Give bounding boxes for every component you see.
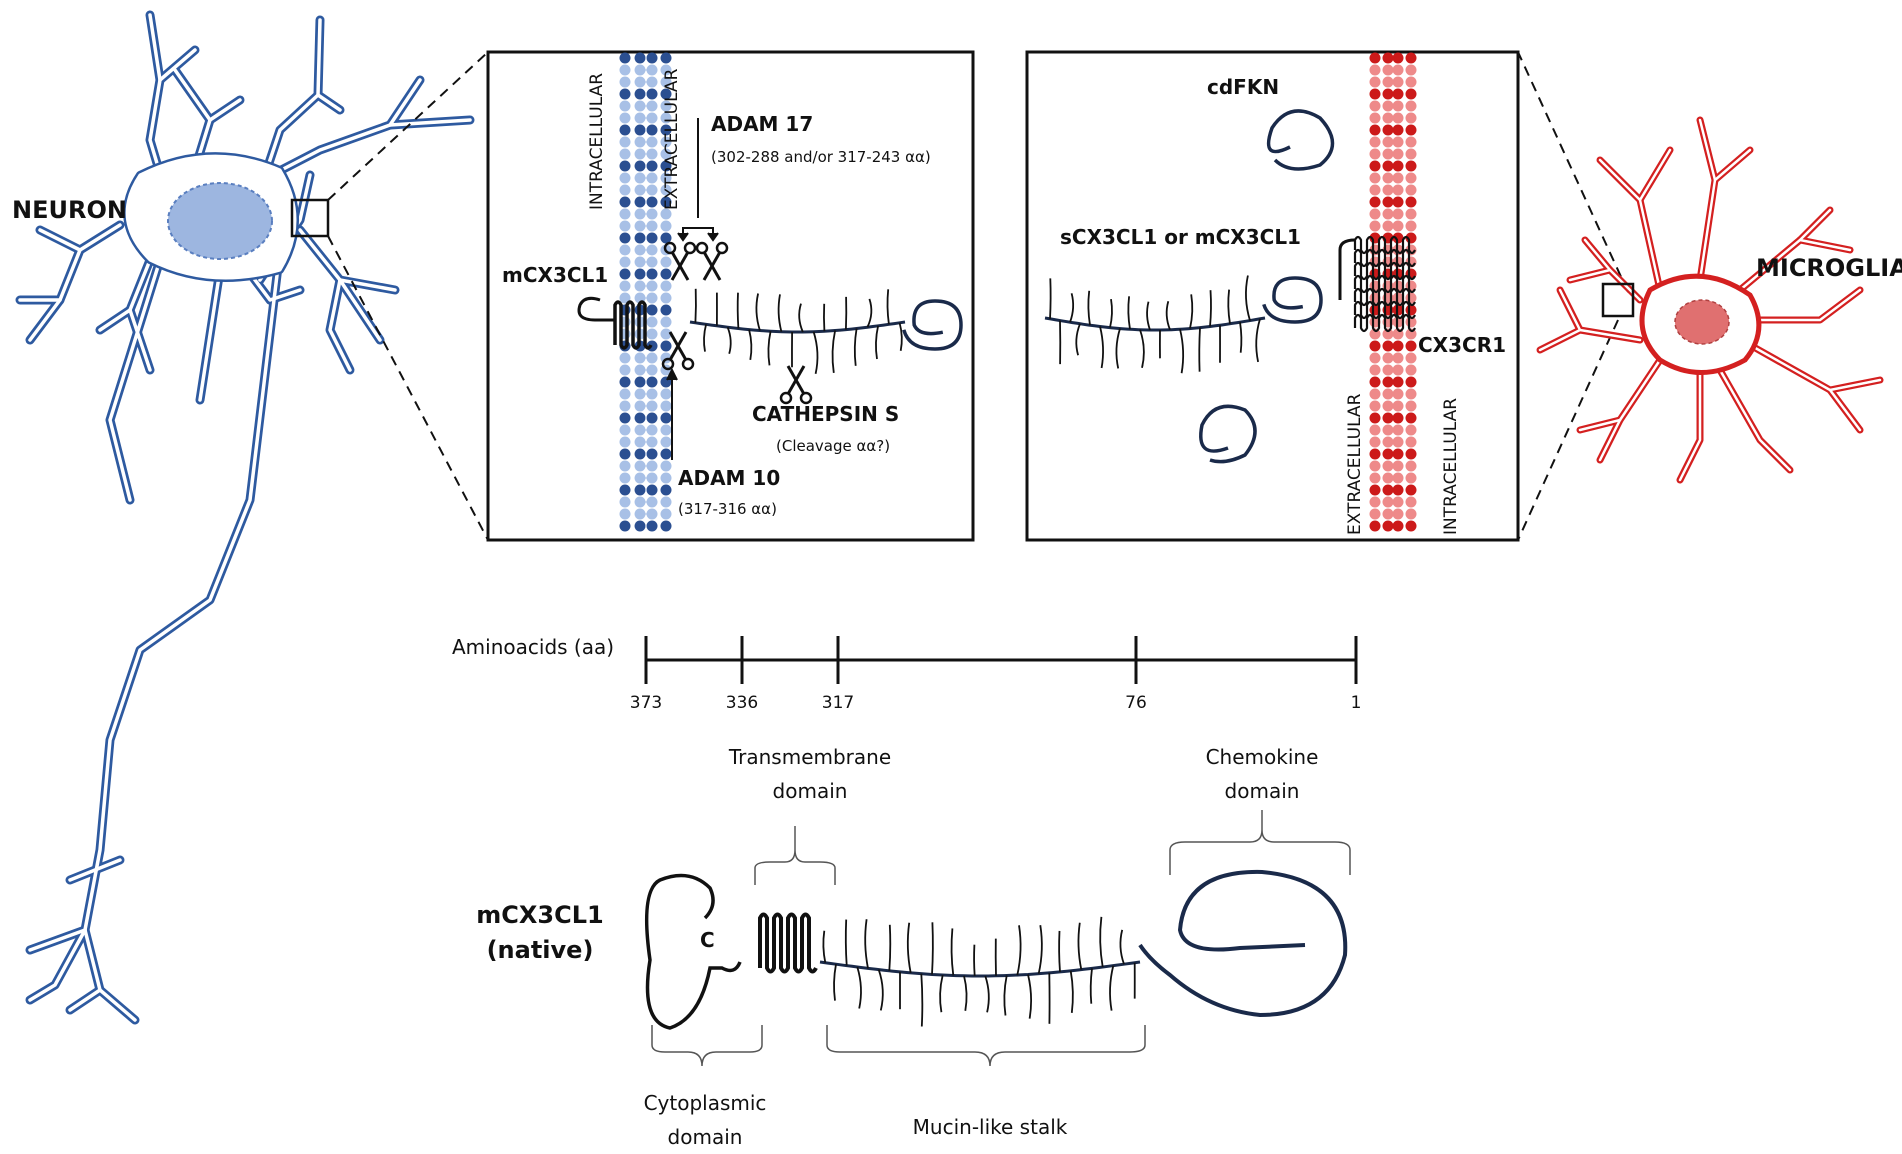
adam10-arrow bbox=[666, 367, 678, 460]
neuron-nucleus bbox=[167, 182, 273, 260]
mcx3cl1-left-label: mCX3CL1 bbox=[502, 263, 608, 287]
mucin-label: Mucin-like stalk bbox=[913, 1115, 1068, 1139]
left-intracellular-label: INTRACELLULAR bbox=[587, 73, 607, 210]
c-terminus-label: C bbox=[700, 928, 715, 952]
cytoplasmic-tail bbox=[644, 873, 742, 1030]
adam10-sites: (317-316 αα) bbox=[678, 500, 777, 518]
scx3cl1-label: sCX3CL1 or mCX3CL1 bbox=[1060, 225, 1301, 249]
neuron-zoom-box bbox=[290, 198, 330, 238]
chemokine-label-line1: Chemokine bbox=[1206, 745, 1319, 769]
free-chemokine-shape bbox=[1199, 404, 1257, 464]
cdfkn-shape bbox=[1266, 109, 1335, 171]
microglia-membrane bbox=[1369, 52, 1417, 532]
native-label-line1: mCX3CL1 bbox=[476, 901, 603, 929]
cytoplasmic-label-line1: Cytoplasmic bbox=[644, 1091, 767, 1115]
mcx3cl1-native-protein bbox=[758, 869, 1348, 1027]
cx3cr1-receptor bbox=[1338, 235, 1416, 333]
tick-1: 1 bbox=[1351, 693, 1362, 713]
native-label-line2: (native) bbox=[487, 936, 594, 964]
microglia-label: MICROGLIA bbox=[1756, 254, 1902, 282]
axis-title: Aminoacids (aa) bbox=[452, 635, 614, 659]
neuron-label: NEURON bbox=[12, 196, 127, 224]
cathepsin-label: CATHEPSIN S bbox=[752, 402, 899, 426]
microglia-zoom-box bbox=[1601, 282, 1635, 318]
right-extracellular-label: EXTRACELLULAR bbox=[1345, 393, 1365, 535]
scx3cl1-protein bbox=[1044, 275, 1323, 374]
aa-axis bbox=[644, 636, 1358, 684]
cx3cr1-label: CX3CR1 bbox=[1418, 333, 1506, 357]
tick-317: 317 bbox=[822, 693, 854, 713]
microglia-nucleus bbox=[1674, 299, 1730, 345]
cytoplasmic-label-line2: domain bbox=[668, 1125, 743, 1149]
tick-76: 76 bbox=[1125, 693, 1147, 713]
adam10-label: ADAM 10 bbox=[678, 466, 780, 490]
adam17-sites: (302-288 and/or 317-243 αα) bbox=[711, 148, 931, 166]
transmembrane-label-line2: domain bbox=[773, 779, 848, 803]
neuron-cell bbox=[15, 10, 475, 1025]
mcx3cl1-membrane-protein bbox=[577, 288, 963, 374]
left-extracellular-label: EXTRACELLULAR bbox=[662, 68, 682, 210]
cdfkn-label: cdFKN bbox=[1207, 75, 1279, 99]
domain-brackets bbox=[651, 810, 1351, 1067]
scissors-icons bbox=[661, 241, 813, 405]
left-panel-frame bbox=[486, 50, 975, 542]
chemokine-label-line2: domain bbox=[1225, 779, 1300, 803]
cathepsin-sites: (Cleavage αα?) bbox=[776, 437, 890, 455]
adam17-arrows bbox=[677, 118, 719, 242]
adam17-label: ADAM 17 bbox=[711, 112, 813, 136]
transmembrane-label-line1: Transmembrane bbox=[728, 745, 891, 769]
tick-336: 336 bbox=[726, 693, 758, 713]
right-intracellular-label: INTRACELLULAR bbox=[1441, 398, 1461, 535]
tick-373: 373 bbox=[630, 693, 662, 713]
